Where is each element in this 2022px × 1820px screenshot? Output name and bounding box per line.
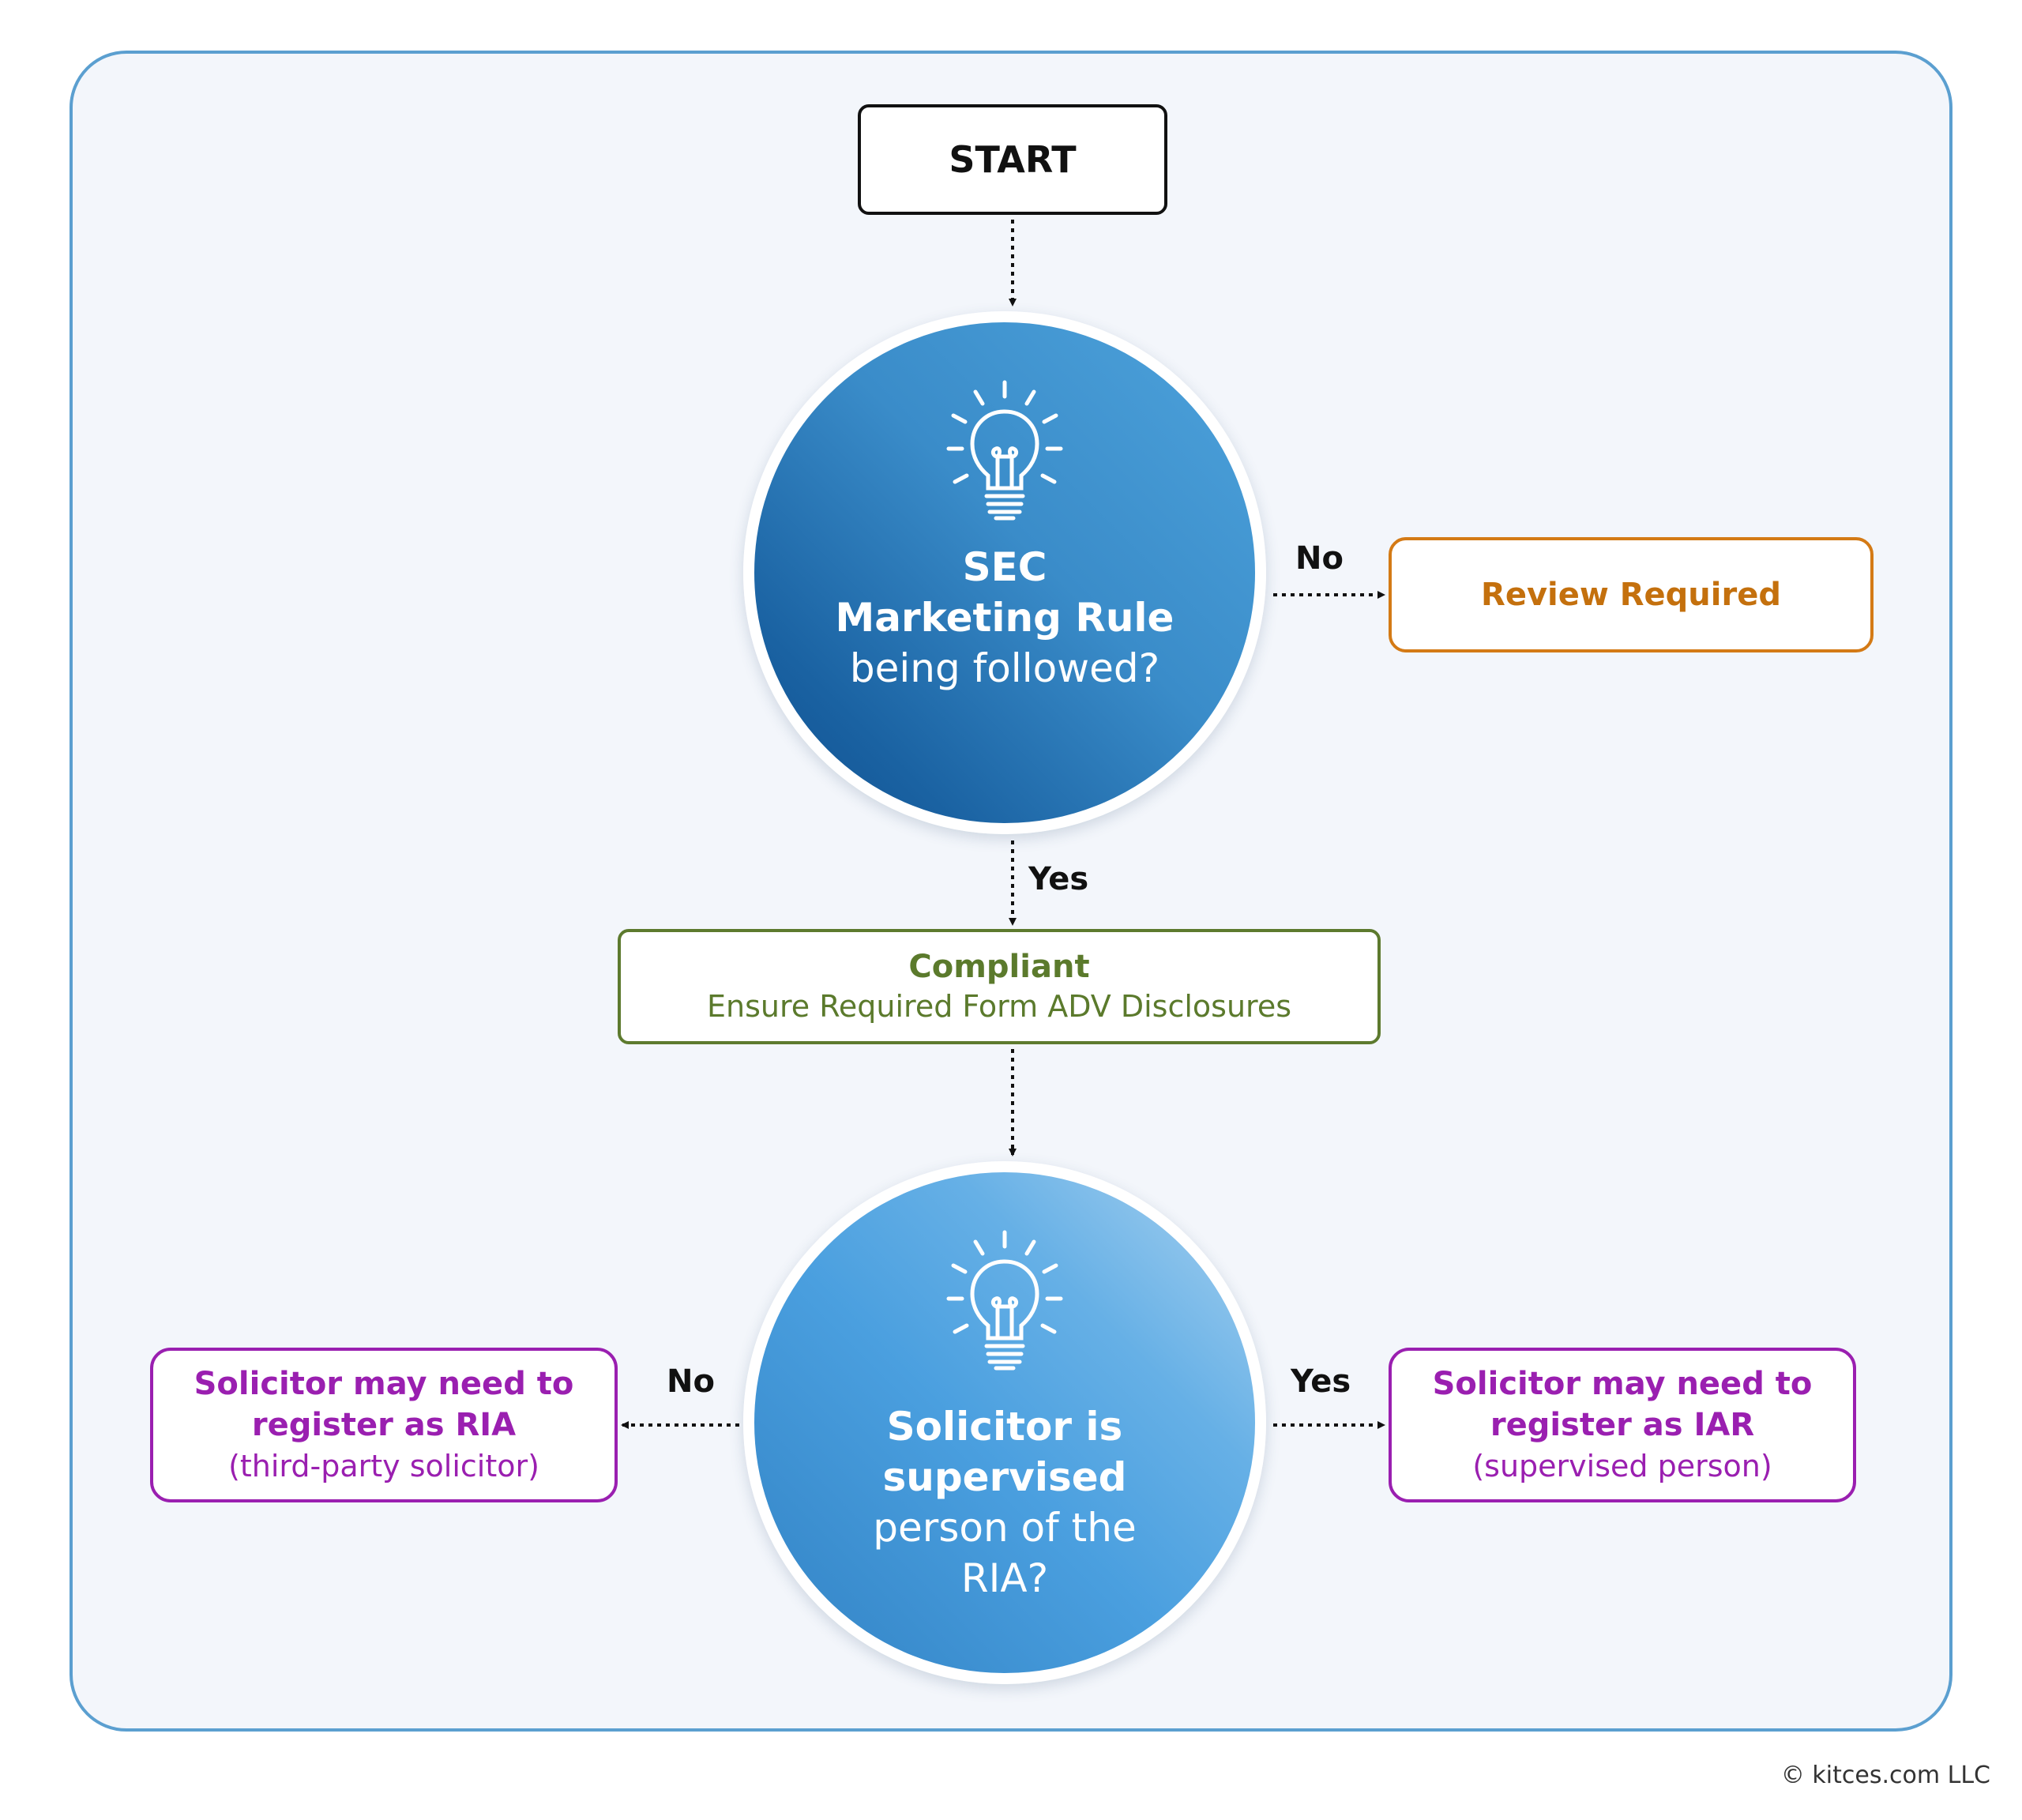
marketing-line2: Marketing Rule <box>835 595 1174 641</box>
start-label: START <box>949 138 1077 181</box>
copyright-notice: © kitces.com LLC <box>1780 1762 1990 1789</box>
edge-label-marketing-yes: Yes <box>1028 861 1089 897</box>
ria-line3: (third-party solicitor) <box>228 1449 539 1483</box>
supervised-line3: person of the <box>873 1505 1137 1551</box>
supervised-line2: supervised <box>882 1454 1127 1500</box>
marketing-line3: being followed? <box>849 645 1160 691</box>
compliant-subtitle: Ensure Required Form ADV Disclosures <box>706 989 1292 1024</box>
lightbulb-icon <box>946 1230 1063 1371</box>
ria-line2: register as RIA <box>251 1407 517 1443</box>
review-required-node: Review Required <box>1389 537 1874 652</box>
lightbulb-icon <box>946 380 1063 521</box>
supervised-line1: Solicitor is <box>886 1404 1123 1450</box>
review-label: Review Required <box>1481 577 1781 613</box>
iar-line2: register as IAR <box>1490 1407 1755 1443</box>
iar-line3: (supervised person) <box>1472 1449 1772 1483</box>
edge-label-supervised-no: No <box>667 1363 715 1400</box>
supervised-line4: RIA? <box>960 1555 1049 1601</box>
edge-label-supervised-yes: Yes <box>1291 1363 1351 1400</box>
decision-marketing-rule: SEC Marketing Rule being followed? <box>743 311 1266 834</box>
start-node: START <box>858 104 1167 215</box>
ria-line1: Solicitor may need to <box>194 1366 574 1402</box>
edge-label-marketing-no: No <box>1295 540 1344 577</box>
register-iar-node: Solicitor may need to register as IAR (s… <box>1389 1348 1856 1502</box>
marketing-line1: SEC <box>962 544 1047 590</box>
compliant-title: Compliant <box>908 949 1090 985</box>
compliant-node: Compliant Ensure Required Form ADV Discl… <box>618 929 1381 1044</box>
register-ria-node: Solicitor may need to register as RIA (t… <box>150 1348 618 1502</box>
decision-supervised-person: Solicitor is supervised person of the RI… <box>743 1161 1266 1684</box>
iar-line1: Solicitor may need to <box>1432 1366 1813 1402</box>
